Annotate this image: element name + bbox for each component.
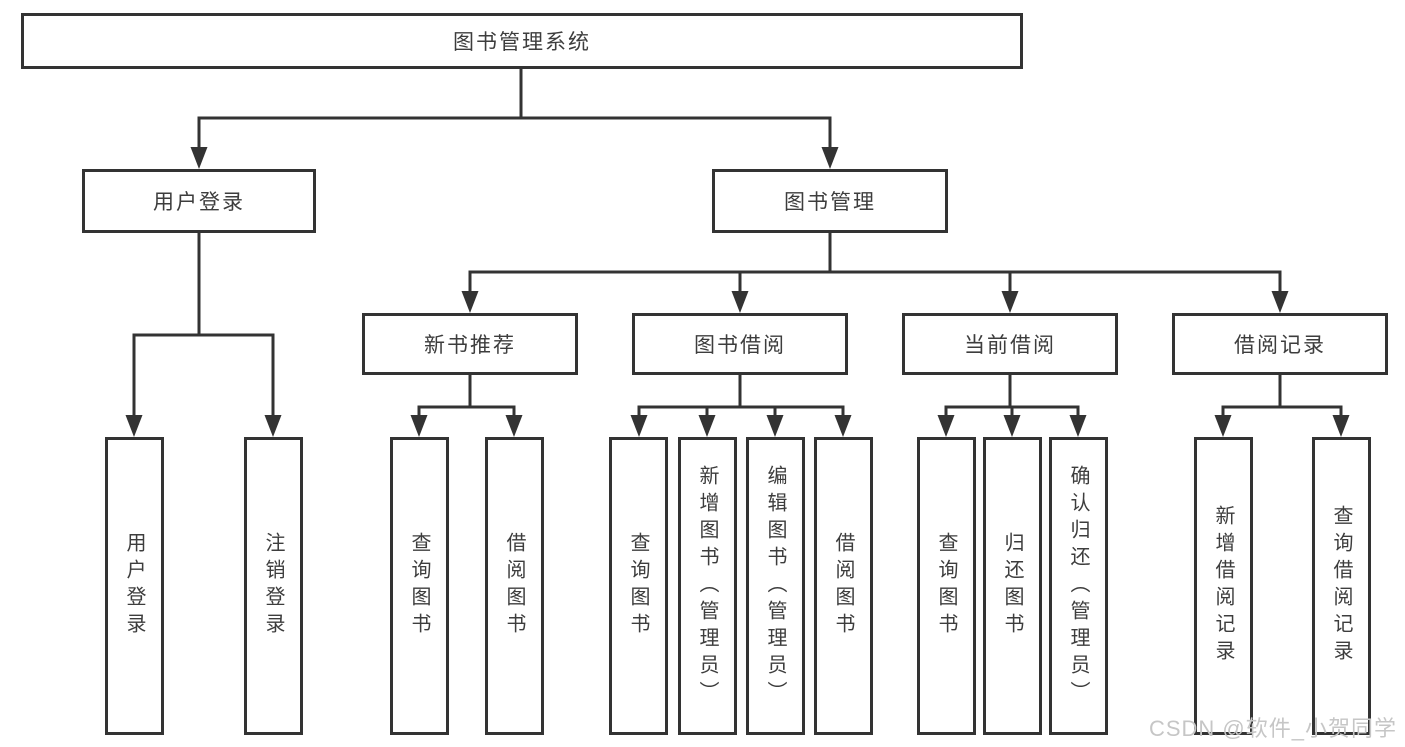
leaf-query-borrow-record: 查询借阅记录 bbox=[1312, 437, 1371, 735]
node-book-management: 图书管理 bbox=[712, 169, 948, 233]
leaf-query-books-3: 查询图书 bbox=[917, 437, 976, 735]
node-label: 确认归还（管理员） bbox=[1067, 464, 1089, 708]
leaf-confirm-return-admin: 确认归还（管理员） bbox=[1049, 437, 1108, 735]
node-label: 当前借阅 bbox=[964, 334, 1056, 357]
node-label: 查询图书 bbox=[408, 532, 430, 640]
node-label: 新增图书（管理员） bbox=[696, 464, 718, 708]
node-label: 借阅图书 bbox=[503, 532, 525, 640]
node-label: 借阅记录 bbox=[1234, 334, 1326, 357]
leaf-borrow-books-2: 借阅图书 bbox=[814, 437, 873, 735]
node-label: 借阅图书 bbox=[832, 532, 854, 640]
leaf-logout: 注销登录 bbox=[244, 437, 303, 735]
arrowheads bbox=[125, 147, 1350, 437]
node-label: 查询借阅记录 bbox=[1330, 505, 1352, 667]
leaf-return-book: 归还图书 bbox=[983, 437, 1042, 735]
node-book-borrow: 图书借阅 bbox=[632, 313, 848, 375]
node-current-borrow: 当前借阅 bbox=[902, 313, 1118, 375]
node-label: 新增借阅记录 bbox=[1212, 505, 1234, 667]
leaf-query-books-2: 查询图书 bbox=[609, 437, 668, 735]
node-borrow-records: 借阅记录 bbox=[1172, 313, 1388, 375]
node-root-system: 图书管理系统 bbox=[21, 13, 1023, 69]
node-user-login: 用户登录 bbox=[82, 169, 316, 233]
node-label: 编辑图书（管理员） bbox=[764, 464, 786, 708]
leaf-user-login: 用户登录 bbox=[105, 437, 164, 735]
node-label: 用户登录 bbox=[153, 191, 245, 214]
leaf-add-borrow-record: 新增借阅记录 bbox=[1194, 437, 1253, 735]
leaf-edit-book-admin: 编辑图书（管理员） bbox=[746, 437, 805, 735]
leaf-borrow-books-1: 借阅图书 bbox=[485, 437, 544, 735]
csdn-watermark: CSDN @软件_小贺同学 bbox=[1148, 716, 1397, 741]
node-label: 用户登录 bbox=[123, 532, 145, 640]
node-label: 图书借阅 bbox=[694, 334, 786, 357]
node-new-book-recommend: 新书推荐 bbox=[362, 313, 578, 375]
node-label: 图书管理 bbox=[784, 191, 876, 214]
node-label: 新书推荐 bbox=[424, 334, 516, 357]
leaf-add-book-admin: 新增图书（管理员） bbox=[678, 437, 737, 735]
node-label: 图书管理系统 bbox=[453, 31, 591, 54]
node-label: 注销登录 bbox=[262, 532, 284, 640]
node-label: 归还图书 bbox=[1001, 532, 1023, 640]
node-label: 查询图书 bbox=[935, 532, 957, 640]
node-label: 查询图书 bbox=[627, 532, 649, 640]
leaf-query-books-1: 查询图书 bbox=[390, 437, 449, 735]
